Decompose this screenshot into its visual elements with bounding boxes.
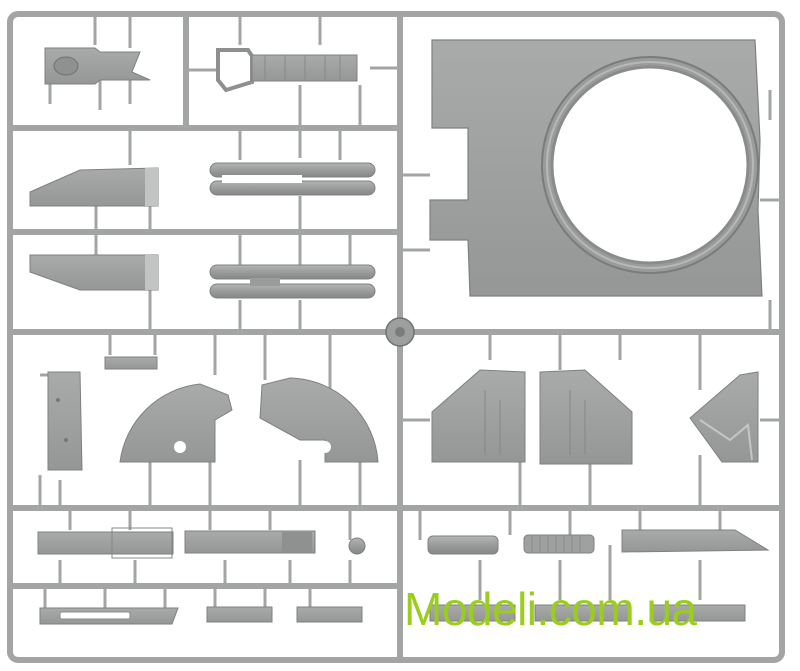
part-small-block-1 <box>206 606 273 623</box>
part-slotted-plate <box>39 607 179 625</box>
part-tube-1 <box>427 535 499 555</box>
part-hatch-plate <box>44 47 151 85</box>
part-cylinder-rods-1 <box>209 162 376 196</box>
part-wedge-plate-1 <box>29 167 159 207</box>
part-long-bracket-2 <box>184 530 316 554</box>
part-tube-2 <box>523 534 595 554</box>
part-fender-right <box>259 377 379 463</box>
part-armor-panel-right <box>539 369 633 465</box>
part-turret-roof-plate <box>429 39 763 297</box>
sprue-outer-frame <box>7 11 785 663</box>
part-round-knob <box>348 537 366 555</box>
part-cylinder-rods-2 <box>209 264 376 299</box>
part-angled-bar <box>621 529 770 553</box>
part-side-panel-tall <box>47 371 83 471</box>
watermark-text: Modeli.com.ua <box>404 583 697 635</box>
part-small-bracket <box>104 356 158 370</box>
sprue-gates <box>38 14 782 610</box>
part-bottom-right-bars <box>429 604 746 622</box>
sprue-hub <box>385 317 415 347</box>
part-chevron-plate <box>689 371 759 463</box>
part-small-block-2 <box>296 606 363 623</box>
part-wedge-plate-2 <box>29 254 159 291</box>
part-fender-left <box>119 383 233 463</box>
part-rail-frame <box>216 48 358 93</box>
sprue-frame <box>7 11 785 663</box>
part-long-bracket-1 <box>37 527 174 559</box>
part-armor-panel-left <box>431 369 526 463</box>
